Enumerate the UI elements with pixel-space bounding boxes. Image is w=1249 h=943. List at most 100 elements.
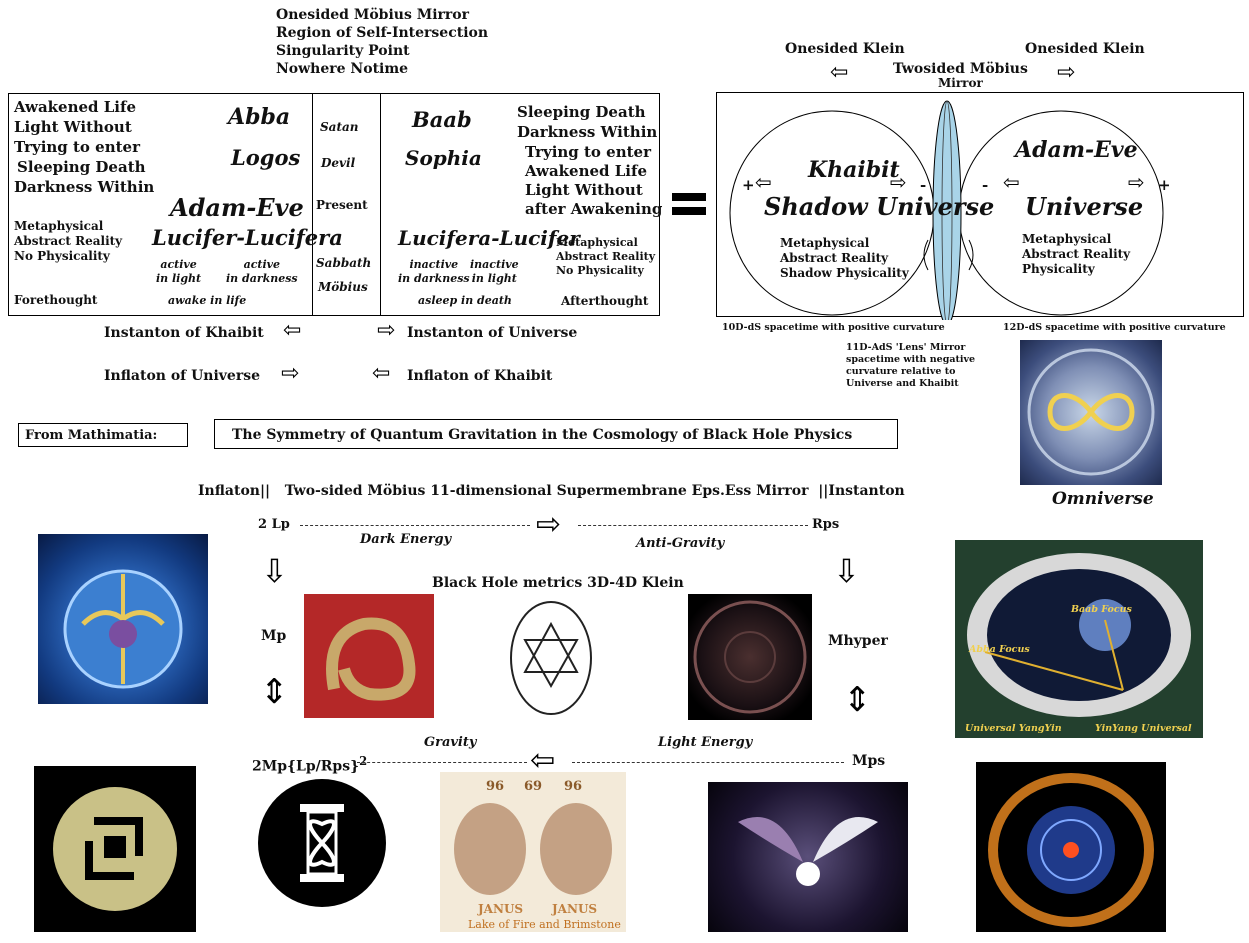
earth-caduceus-image — [38, 534, 208, 704]
right-text-line: Trying to enter — [525, 143, 651, 161]
janus-image: 96 69 96 JANUS JANUS Lake of Fire and Br… — [440, 772, 626, 932]
right-text-line: Sleeping Death — [517, 103, 646, 121]
right-arrow-icon: ⇨ — [890, 170, 907, 194]
meta-line: Metaphysical — [14, 219, 104, 233]
sabbath-label: Sabbath — [316, 256, 372, 270]
meta-line: Abstract Reality — [780, 251, 889, 265]
left-text-line: Sleeping Death — [17, 158, 146, 176]
mirror-title-line: Mirror — [938, 76, 983, 90]
equals-bar-bottom — [672, 207, 706, 215]
awake-label: awake in life — [168, 294, 247, 307]
inactive-dark-line: in darkness — [398, 272, 470, 285]
plus-sign-left: + — [742, 176, 755, 194]
meta-line: Shadow Physicality — [780, 266, 909, 280]
adam-eve-label: Adam-Eve — [170, 193, 304, 222]
formula-text: 2Mp{Lp/Rps} — [252, 758, 360, 775]
baab-label: Baab — [412, 107, 472, 132]
lucifer-lucifera-label: Lucifer-Lucifera — [152, 225, 343, 250]
satan-label: Satan — [320, 120, 359, 134]
plus-sign-right: + — [1158, 176, 1171, 194]
caption-mid-line: curvature relative to — [846, 366, 956, 377]
dragons-image — [708, 782, 908, 932]
active-darkness: active in darkness — [226, 258, 298, 286]
janus-number: 96 — [486, 779, 505, 794]
khaibit-label: Khaibit — [808, 157, 900, 183]
dashed-line — [300, 525, 530, 526]
metaphysical-right: Metaphysical Abstract Reality No Physica… — [556, 236, 655, 278]
active-light-line: in light — [156, 272, 202, 285]
sphere-icon — [693, 600, 807, 714]
egg-bottom-left: Universal YangYin — [965, 723, 1062, 734]
minus-sign-left: - — [920, 176, 927, 194]
top-title-line: Singularity Point — [276, 43, 410, 59]
equals-bar-top — [672, 193, 706, 201]
down-arrow-icon: ⇩ — [261, 552, 288, 590]
metaphysical-left: Metaphysical Abstract Reality No Physica… — [14, 219, 122, 264]
inactive-dark-line: inactive — [409, 258, 459, 271]
hunab-ku-image — [34, 766, 196, 932]
abba-label: Abba — [228, 104, 291, 130]
right-diagram-box — [716, 92, 1244, 317]
hexagram-icon — [510, 601, 592, 715]
top-title-line: Nowhere Notime — [276, 61, 409, 77]
meta-line: Abstract Reality — [556, 250, 656, 263]
dashed-line — [578, 525, 808, 526]
universe-label: Universe — [1025, 192, 1144, 221]
gravity-label: Gravity — [424, 735, 477, 750]
present-label: Present — [316, 198, 368, 212]
meta-line: Physicality — [1022, 262, 1095, 276]
right-arrow-icon: ⇨ — [1057, 60, 1076, 85]
left-text-line: Light Without — [14, 118, 132, 136]
mps-label: Mps — [852, 753, 886, 769]
meta-line: Metaphysical — [556, 236, 638, 249]
mhyper-label: Mhyper — [828, 633, 888, 649]
meta-line: No Physicality — [556, 264, 644, 277]
light-energy-label: Light Energy — [658, 735, 753, 750]
meta-line: Abstract Reality — [1022, 247, 1131, 261]
janus-number: 69 — [524, 779, 543, 794]
mirror-lens-inner — [941, 100, 953, 320]
mathimatia-label-box — [18, 423, 188, 447]
right-text-line: Awakened Life — [525, 162, 647, 180]
right-text-line: Light Without — [525, 181, 643, 199]
minus-sign-right: - — [982, 176, 989, 194]
caption-mid-line: Universe and Khaibit — [846, 378, 959, 389]
left-arrow-icon: ⇦ — [755, 170, 772, 194]
active-light-line: active — [160, 258, 197, 271]
egg-right-focus: Baab Focus — [1071, 604, 1132, 615]
mathimatia-label: From Mathimatia: — [25, 428, 158, 443]
meta-line: Metaphysical — [780, 236, 870, 250]
egg-icon — [955, 540, 1203, 738]
meta-line: No Physicality — [14, 249, 110, 263]
inactive-darkness: inactive in darkness — [398, 258, 470, 286]
janus-number: 96 — [564, 779, 583, 794]
right-text-line: Darkness Within — [517, 123, 658, 141]
dashed-line — [572, 762, 844, 763]
right-arrow-icon: ⇨ — [1128, 170, 1145, 194]
left-arrow-icon: ⇦ — [372, 361, 391, 386]
right-arrow-icon: ⇨ — [536, 507, 562, 542]
formula-exponent: 2 — [359, 754, 368, 768]
right-arrow-icon: ⇨ — [377, 318, 396, 343]
forethought-label: Forethought — [14, 293, 98, 307]
right-text-line: after Awakening — [525, 200, 663, 218]
left-text-block: Awakened Life Light Without Trying to en… — [14, 98, 154, 197]
shadow-universe-label: Shadow Universe — [764, 192, 995, 221]
ouroboros-image — [976, 762, 1166, 932]
left-text-line: Awakened Life — [14, 98, 136, 116]
anti-gravity-label: Anti-Gravity — [636, 536, 725, 551]
left-arrow-icon: ⇦ — [830, 60, 849, 85]
klein-right-label: Onesided Klein — [1025, 41, 1145, 57]
egg-bottom-right: YinYang Universal — [1095, 723, 1192, 734]
lucifera-lucifer-label: Lucifera-Lucifer — [398, 226, 580, 250]
left-arrow-icon: ⇦ — [530, 743, 556, 778]
inactive-light-line: in light — [471, 272, 517, 285]
adam-eve-right-label: Adam-Eve — [1015, 137, 1138, 163]
formula-label: 2Mp{Lp/Rps}2 — [252, 752, 367, 776]
lower-header: Inflaton|| Two-sided Möbius 11-dimension… — [198, 483, 905, 499]
ouroboros-icon — [988, 773, 1154, 927]
mirror-title-line: Twosided Möbius — [893, 61, 1028, 77]
mobius-icon — [326, 617, 416, 701]
lp-label: 2 Lp — [258, 517, 290, 532]
infinity-icon — [1027, 348, 1155, 476]
